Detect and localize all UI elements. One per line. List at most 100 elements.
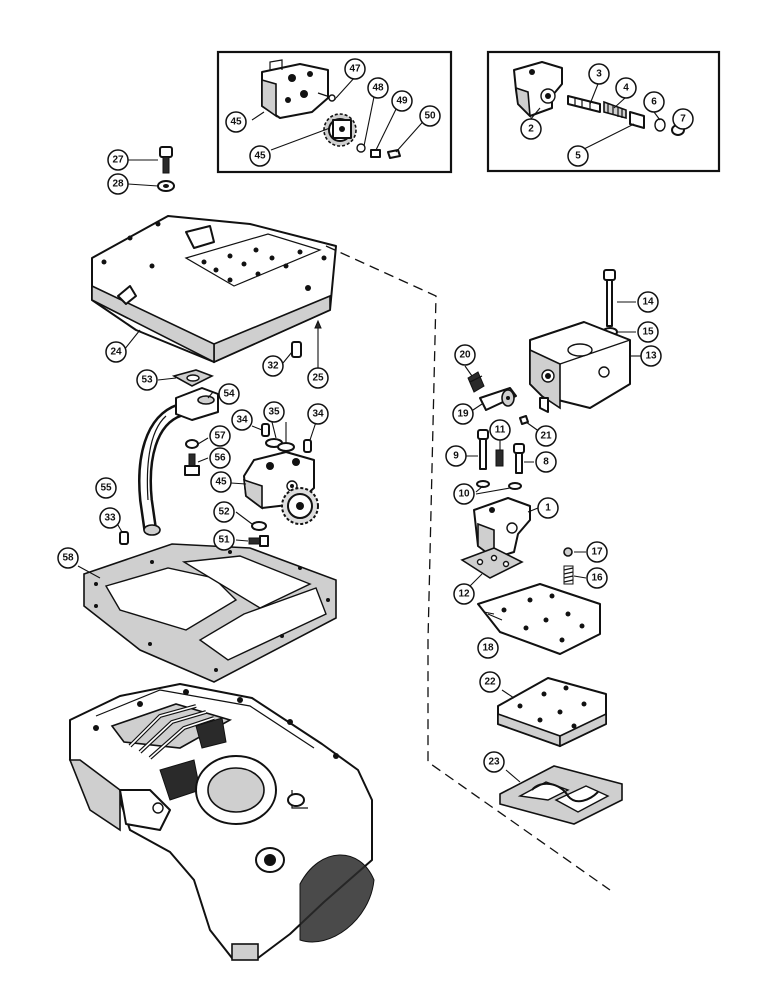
callout-46: 45 <box>249 145 271 167</box>
gasket-53 <box>171 369 214 387</box>
callout-49: 49 <box>391 90 413 112</box>
spring-16 <box>563 565 574 585</box>
relief-valve-19 <box>479 387 517 411</box>
washer-10b <box>508 482 522 490</box>
svg-text:5: 5 <box>575 151 581 162</box>
callout-2: 2 <box>520 118 542 140</box>
callout-34-right: 34 <box>307 403 329 425</box>
callout-1: 1 <box>537 497 559 519</box>
callout-5: 5 <box>567 145 589 167</box>
pump-detail-inset-frame <box>216 50 453 174</box>
svg-text:9: 9 <box>453 451 459 462</box>
svg-text:52: 52 <box>218 507 230 518</box>
callout-8: 8 <box>535 451 557 473</box>
washer-10a <box>476 480 490 488</box>
callout-53: 53 <box>136 369 158 391</box>
svg-text:7: 7 <box>680 114 686 125</box>
small-parts-inset <box>317 92 401 159</box>
plate-22 <box>497 677 607 748</box>
svg-text:24: 24 <box>110 347 122 358</box>
svg-text:48: 48 <box>372 83 384 94</box>
dowel-33 <box>119 531 129 545</box>
svg-text:51: 51 <box>218 535 230 546</box>
svg-text:34: 34 <box>312 409 324 420</box>
gasket-58 <box>83 543 337 683</box>
valve-body-inset <box>513 61 563 119</box>
svg-text:11: 11 <box>495 425 506 436</box>
bolt-9 <box>477 429 489 470</box>
callout-54: 54 <box>218 383 240 405</box>
bolt-56 <box>184 453 200 476</box>
bolt-8 <box>513 443 525 474</box>
svg-text:4: 4 <box>623 83 629 94</box>
assembly-dashed-line <box>325 245 611 891</box>
svg-text:15: 15 <box>642 327 654 338</box>
svg-text:56: 56 <box>214 453 226 464</box>
svg-text:55: 55 <box>100 483 112 494</box>
callout-15: 15 <box>637 321 659 343</box>
suction-elbow-54 <box>175 387 219 421</box>
callout-3: 3 <box>588 63 610 85</box>
callout-52: 52 <box>213 501 235 523</box>
svg-text:12: 12 <box>458 589 470 600</box>
svg-text:45: 45 <box>230 117 242 128</box>
callout-45-inset: 45 <box>225 111 247 133</box>
svg-text:34: 34 <box>236 415 248 426</box>
svg-text:32: 32 <box>267 361 279 372</box>
callout-19: 19 <box>452 403 474 425</box>
svg-text:17: 17 <box>591 547 603 558</box>
pump-body-inset <box>261 59 329 119</box>
svg-text:53: 53 <box>141 375 153 386</box>
callout-21: 21 <box>535 425 557 447</box>
callout-55: 55 <box>95 477 117 499</box>
callout-32: 32 <box>262 355 284 377</box>
plate-18 <box>477 583 601 655</box>
svg-text:28: 28 <box>112 179 124 190</box>
valve-spool-inset <box>567 95 685 136</box>
callout-27: 27 <box>107 149 129 171</box>
callout-11: 11 <box>489 419 511 441</box>
valve-housing-13 <box>529 321 631 413</box>
svg-text:45: 45 <box>254 151 266 162</box>
callout-33: 33 <box>99 507 121 529</box>
washer-57 <box>185 439 199 449</box>
cover-plate-24 <box>91 215 337 364</box>
svg-text:54: 54 <box>223 389 235 400</box>
callout-14: 14 <box>637 291 659 313</box>
pump-gear-inset <box>323 113 357 147</box>
screw-11 <box>495 449 504 467</box>
svg-text:45: 45 <box>215 477 227 488</box>
fitting-20 <box>467 371 485 393</box>
callout-56: 56 <box>209 447 231 469</box>
bolt-14 <box>603 269 616 327</box>
callout-28: 28 <box>107 173 129 195</box>
callout-23: 23 <box>483 751 505 773</box>
svg-text:35: 35 <box>268 407 280 418</box>
o-ring-35b <box>277 442 295 452</box>
intake-tube-55 <box>138 403 187 536</box>
svg-text:22: 22 <box>484 677 496 688</box>
callout-34-left: 34 <box>231 409 253 431</box>
washer-52 <box>251 521 267 531</box>
callout-57: 57 <box>209 425 231 447</box>
dowel-32 <box>291 341 302 358</box>
svg-text:6: 6 <box>651 97 657 108</box>
svg-text:49: 49 <box>396 96 408 107</box>
svg-text:13: 13 <box>645 351 657 362</box>
callout-4: 4 <box>615 77 637 99</box>
svg-text:57: 57 <box>214 431 226 442</box>
svg-text:18: 18 <box>482 643 494 654</box>
rear-axle-housing <box>68 683 375 961</box>
valve-detail-inset-frame <box>486 50 721 173</box>
callout-7: 7 <box>672 108 694 130</box>
svg-text:2: 2 <box>528 124 534 135</box>
callout-24: 24 <box>105 341 127 363</box>
dowel-34-right <box>303 439 312 453</box>
callout-13: 13 <box>640 345 662 367</box>
svg-text:47: 47 <box>349 64 361 75</box>
callout-12: 12 <box>453 583 475 605</box>
callout-47: 47 <box>344 58 366 80</box>
dowel-34-left <box>261 423 270 437</box>
svg-text:50: 50 <box>424 111 436 122</box>
